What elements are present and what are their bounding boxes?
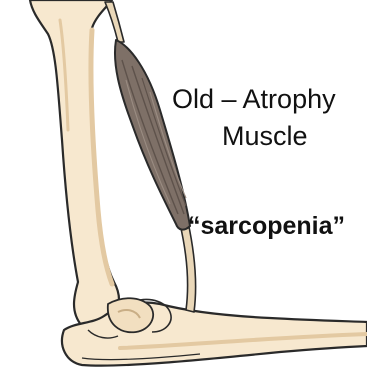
caption-line-1: Old – Atrophy	[172, 86, 336, 113]
caption-line-2: Muscle	[222, 123, 308, 150]
sarcopenia-term-label: “sarcopenia”	[188, 214, 345, 239]
humerus-bone	[30, 0, 119, 326]
atrophied-muscle	[115, 40, 190, 230]
